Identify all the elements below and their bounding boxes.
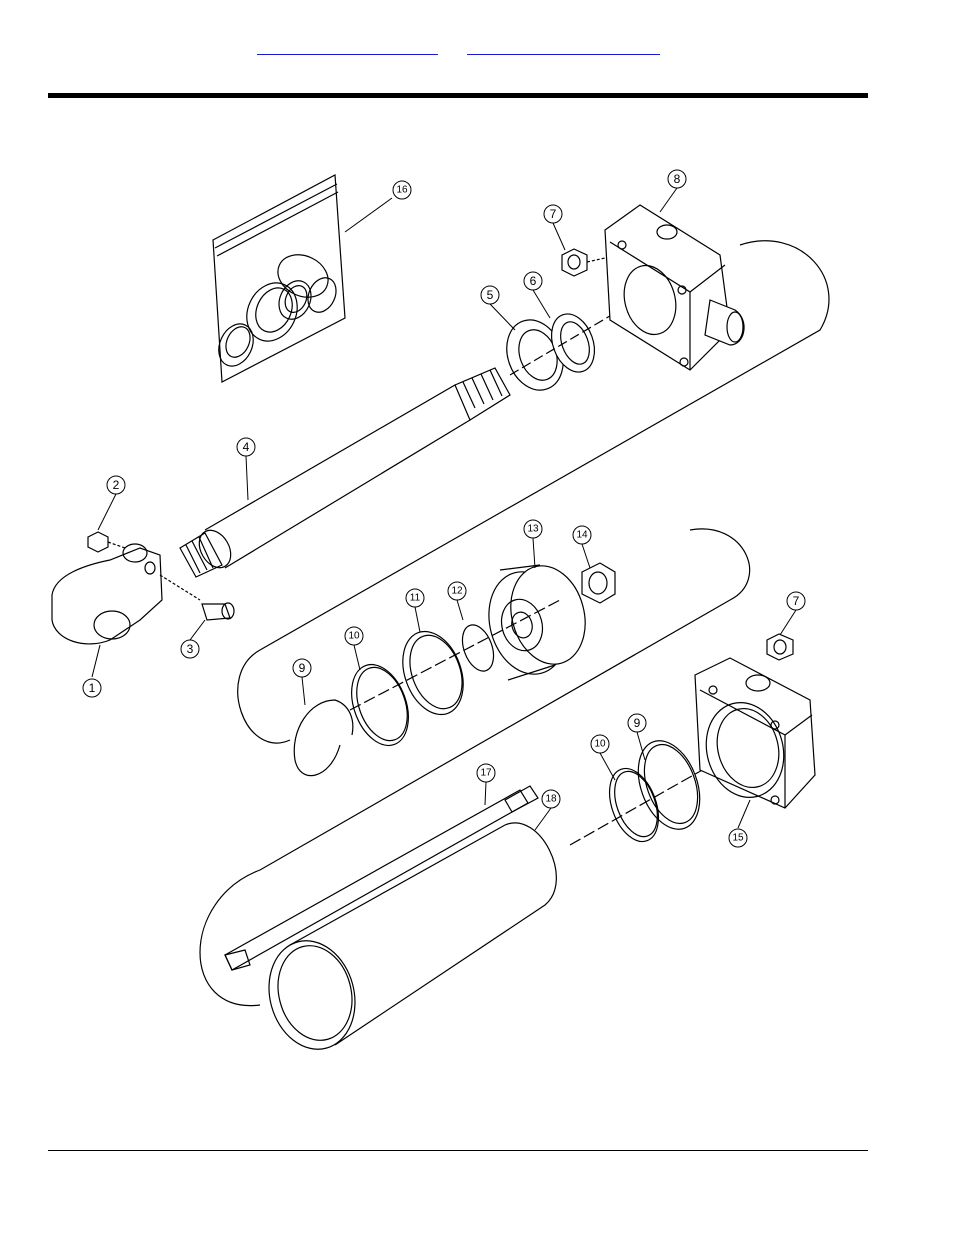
lock-nut-top <box>562 249 605 276</box>
callout-18-label: 18 <box>545 794 557 805</box>
piston <box>478 557 596 683</box>
callout-4-label: 4 <box>243 440 250 454</box>
cap-screw <box>160 575 234 620</box>
callout-16-label: 16 <box>396 185 408 196</box>
callout-3-label: 3 <box>187 642 194 656</box>
callout-14-label: 14 <box>576 530 588 541</box>
callout-1-label: 1 <box>89 681 96 695</box>
nut-small <box>88 532 125 552</box>
seal-kit-bag <box>212 175 345 382</box>
callout-10-right-label: 10 <box>594 739 606 750</box>
rod-clevis <box>52 544 162 644</box>
callout-9-right-label: 9 <box>634 716 641 730</box>
snap-ring-9a <box>294 700 353 776</box>
callout-15-label: 15 <box>732 833 744 844</box>
lock-nut-lower <box>767 634 793 660</box>
callout-5-label: 5 <box>487 288 494 302</box>
base-end-cap <box>695 658 815 808</box>
callout-11-label: 11 <box>410 593 421 604</box>
callout-17-label: 17 <box>480 768 492 779</box>
rod-end-cap <box>605 205 744 370</box>
piston-nut <box>582 563 615 603</box>
rod-seals <box>497 308 620 398</box>
seal-ring-10b <box>600 762 667 848</box>
callout-13-label: 13 <box>527 524 539 535</box>
callout-2-label: 2 <box>113 478 120 492</box>
callout-7-lower-label: 7 <box>793 594 800 608</box>
seal-ring-10a <box>341 657 419 754</box>
backup-ring-11 <box>392 623 474 723</box>
callout-9-left-label: 9 <box>299 661 306 675</box>
callout-6-label: 6 <box>530 274 537 288</box>
callout-10-left-label: 10 <box>348 631 360 642</box>
bottom-rule <box>48 1150 868 1151</box>
callout-7-top-label: 7 <box>550 207 557 221</box>
callout-12-label: 12 <box>451 586 463 597</box>
callout-8-label: 8 <box>674 172 681 186</box>
piston-rod <box>180 368 510 577</box>
